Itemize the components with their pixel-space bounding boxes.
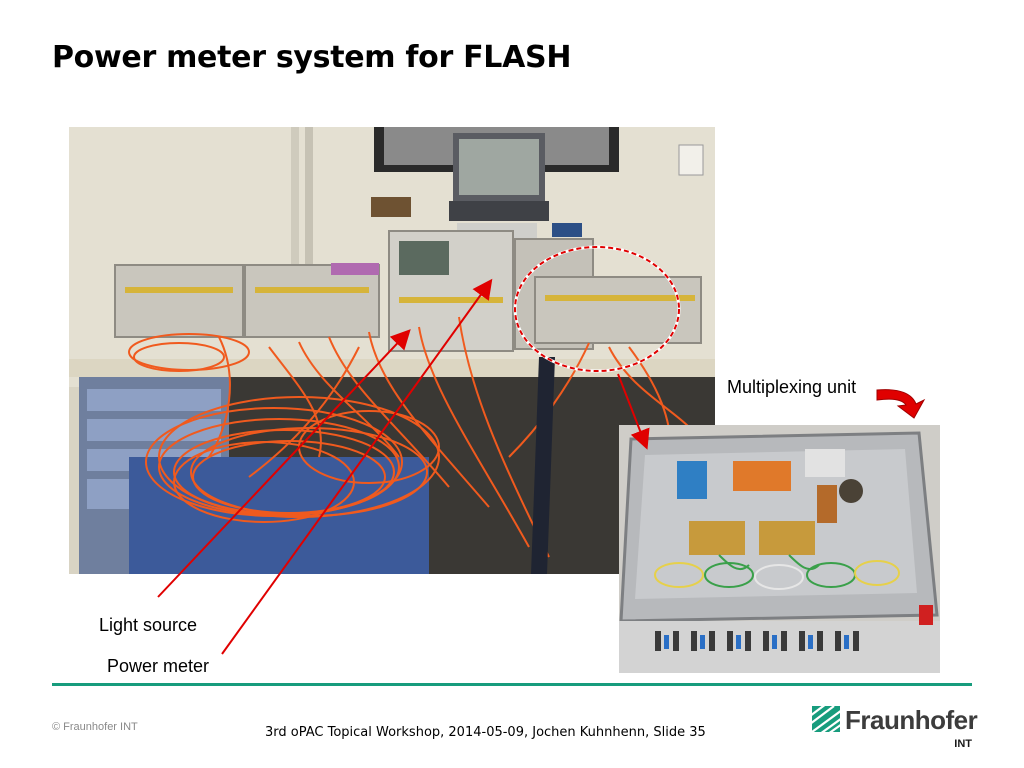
logo-subtitle: INT xyxy=(954,738,972,750)
fraunhofer-logo-icon xyxy=(812,706,840,732)
copyright-text: © Fraunhofer INT xyxy=(52,721,138,733)
light-source-label: Light source xyxy=(99,615,198,635)
logo-wordmark: Fraunhofer xyxy=(845,705,978,735)
multiplexing-unit-label: Multiplexing unit xyxy=(727,377,857,397)
slide-title: Power meter system for FLASH xyxy=(52,40,572,75)
curved-red-arrow-icon xyxy=(876,389,926,419)
fraunhofer-logo: Fraunhofer INT xyxy=(812,705,978,752)
power-meter-label: Power meter xyxy=(107,656,210,676)
footer-divider xyxy=(52,683,972,686)
footer-event-line: 3rd oPAC Topical Workshop, 2014-05-09, J… xyxy=(265,725,706,740)
multiplexing-unit-photo xyxy=(619,425,940,673)
